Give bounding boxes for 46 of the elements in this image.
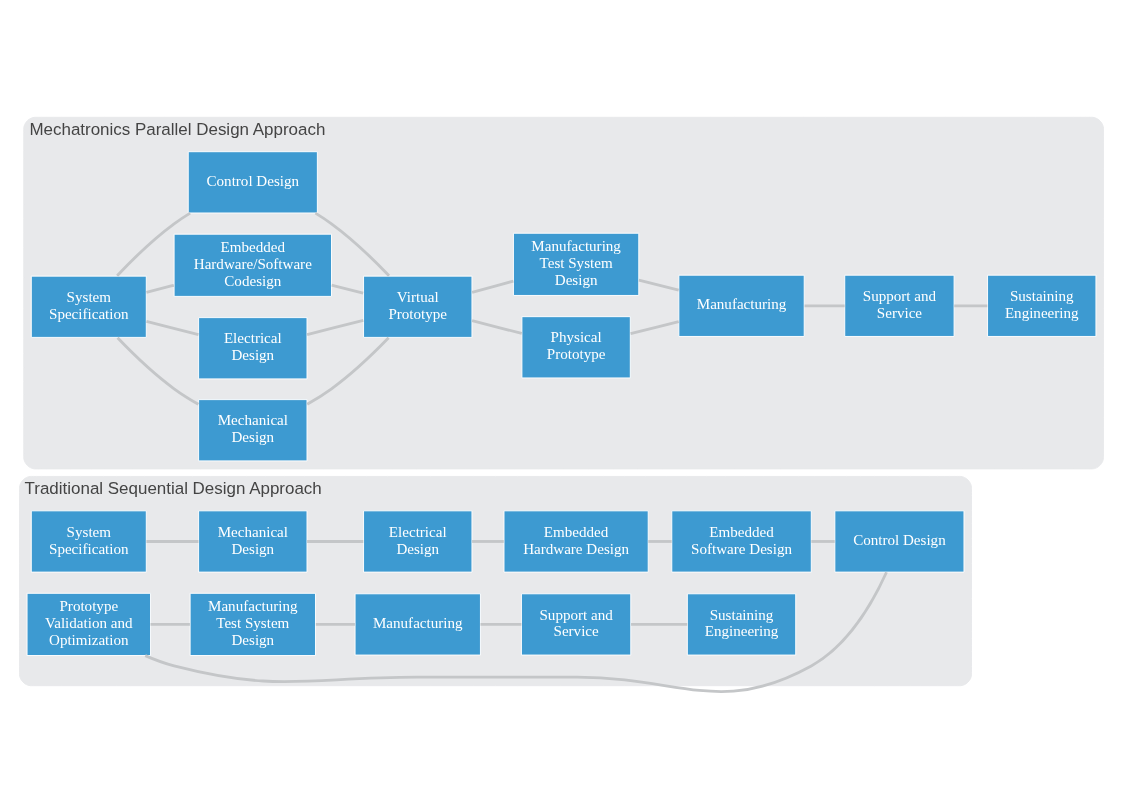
connector [146, 319, 199, 336]
node-box: Mechanical Design [198, 398, 308, 461]
node-box: System Specification [30, 275, 147, 338]
node-box: Virtual Prototype [363, 275, 473, 338]
node-box: Manufacturing Test System Design [512, 232, 640, 296]
node-box: Electrical Design [363, 509, 473, 573]
connector [331, 283, 364, 294]
node-box: Embedded Hardware Design [503, 509, 649, 573]
node-box: Control Design [187, 150, 318, 213]
connector [471, 279, 514, 294]
node-box: Support and Service [520, 592, 632, 656]
node-box: Manufacturing [354, 592, 481, 656]
connector [471, 318, 523, 335]
node-box: Embedded Software Design [671, 509, 812, 573]
connector [314, 211, 391, 277]
connector [630, 319, 680, 335]
node-box: Physical Prototype [521, 315, 631, 378]
connector [811, 539, 835, 543]
connector [306, 336, 390, 405]
connector [307, 539, 364, 543]
node-box: Prototype Validation and Optimization [26, 592, 151, 656]
node-box: Support and Service [844, 274, 955, 337]
connector [150, 622, 190, 626]
connector [804, 303, 845, 307]
node-box: Control Design [834, 509, 965, 573]
node-box: Sustaining Engineering [987, 274, 1097, 337]
connector [116, 211, 191, 277]
connector [146, 283, 175, 294]
connector [631, 622, 688, 626]
node-box: Manufacturing Test System Design [189, 592, 316, 656]
connector [638, 278, 679, 291]
connector [954, 303, 988, 307]
node-box: Manufacturing [678, 274, 805, 337]
node-box: Sustaining Engineering [686, 592, 797, 656]
connector [116, 336, 200, 406]
connector [472, 539, 504, 543]
node-box: Electrical Design [198, 316, 308, 379]
node-box: Embedded Hardware/Software Codesign [173, 233, 332, 297]
node-box: Mechanical Design [198, 509, 308, 573]
connector [315, 622, 355, 626]
connector [144, 571, 888, 693]
connector [306, 318, 364, 336]
connector [648, 539, 672, 543]
connector [480, 622, 522, 626]
node-box: System Specification [30, 509, 147, 573]
connector [146, 539, 199, 543]
